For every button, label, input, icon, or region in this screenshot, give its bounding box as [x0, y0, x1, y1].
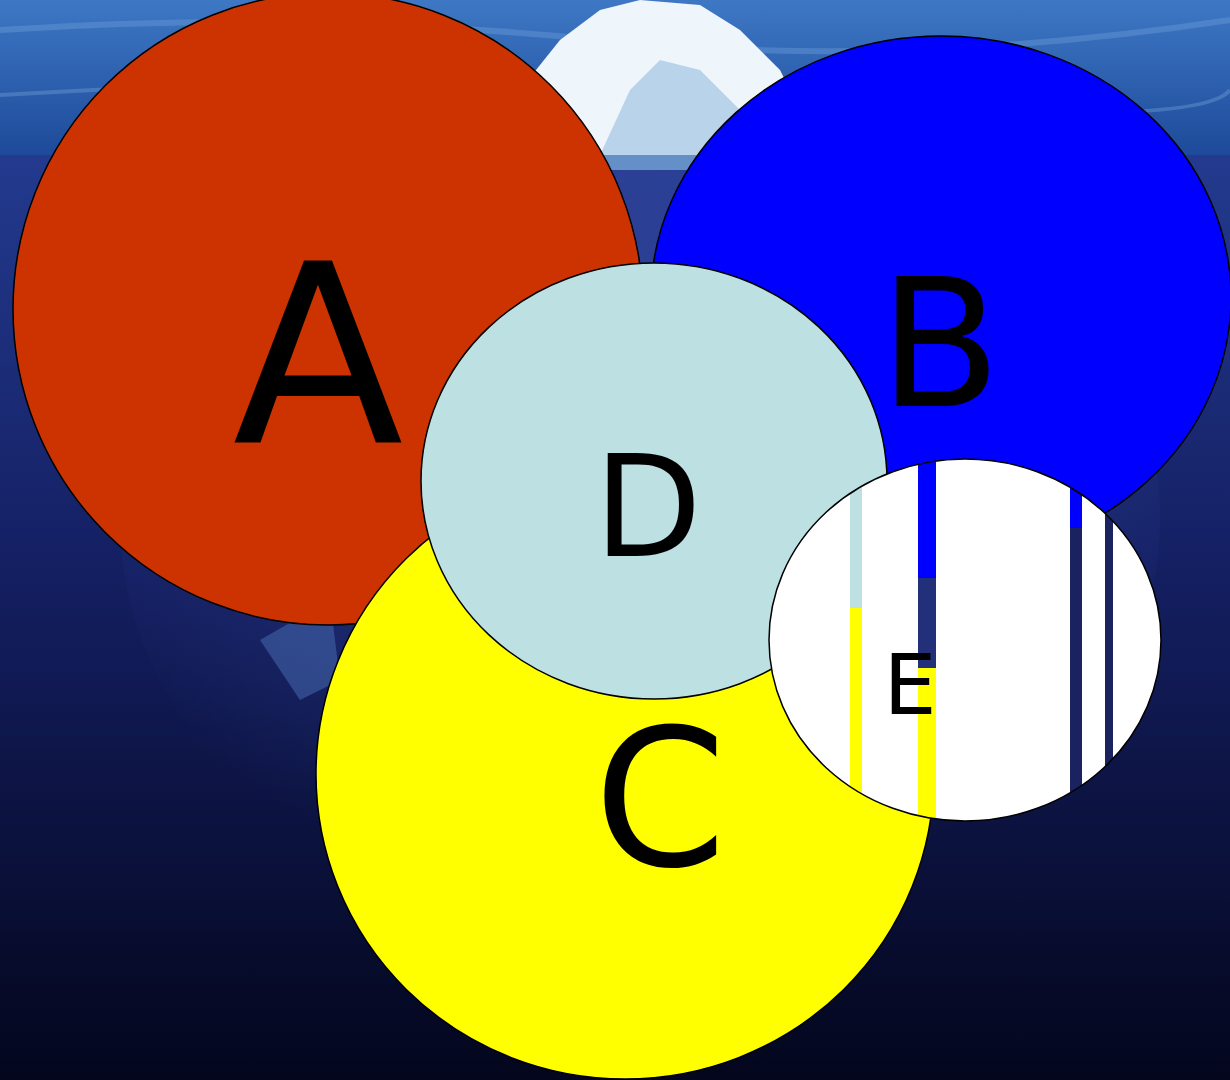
circle-letter: B [879, 256, 1001, 434]
striped-ellipse-outline [768, 458, 1162, 822]
circle-letter: D [594, 438, 702, 578]
circle-letter: E [883, 643, 936, 727]
striped-ellipse: E [768, 458, 1162, 822]
circle-letter: A [232, 232, 403, 482]
circle-letter: C [594, 705, 727, 895]
